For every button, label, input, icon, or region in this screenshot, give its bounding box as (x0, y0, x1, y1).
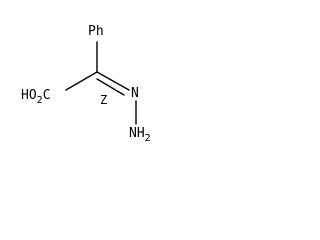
chemical-structure: Ph HO2C Z N NH2 (21, 24, 151, 144)
acid-ho: HO (21, 88, 37, 103)
amine-nh: NH (129, 126, 145, 141)
acid-subscript: 2 (37, 95, 43, 106)
amine-label: NH2 (129, 126, 151, 144)
amine-subscript: 2 (145, 133, 151, 144)
phenyl-label: Ph (88, 24, 104, 39)
z-stereo-label: Z (100, 93, 107, 107)
acid-c: C (43, 88, 51, 103)
bond-acid-c (65, 71, 98, 91)
carboxylic-acid-label: HO2C (21, 88, 51, 106)
double-bond-c-n-a (96, 71, 130, 91)
imine-nitrogen-label: N (131, 86, 139, 101)
double-bond-c-n-b (96, 78, 125, 96)
